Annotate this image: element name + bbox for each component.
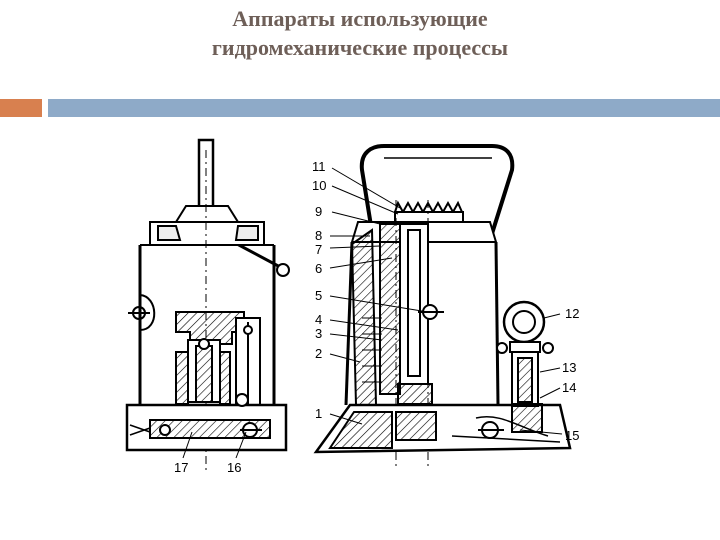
label-8: 8	[315, 228, 322, 243]
label-5: 5	[315, 288, 322, 303]
label-4: 4	[315, 312, 322, 327]
label-10: 10	[312, 178, 326, 193]
label-14: 14	[562, 380, 576, 395]
label-11: 11	[312, 159, 326, 174]
left-view	[125, 138, 290, 470]
label-12: 12	[565, 306, 579, 321]
slide-title: Аппараты использующие гидромеханические …	[0, 4, 720, 62]
label-9: 9	[315, 204, 322, 219]
right-view	[313, 144, 572, 470]
label-1: 1	[315, 406, 322, 421]
label-17: 17	[174, 460, 188, 475]
divider-bar	[48, 99, 720, 117]
label-7: 7	[315, 242, 322, 257]
label-6: 6	[315, 261, 322, 276]
title-line-1: Аппараты использующие	[232, 6, 488, 31]
label-2: 2	[315, 346, 322, 361]
label-15: 15	[565, 428, 579, 443]
hydraulic-jack-drawing: 11 10 9 8 7 6 5 4 3 2 1 12 13 14 15 17 1…	[125, 138, 579, 475]
label-13: 13	[562, 360, 576, 375]
accent-bar	[0, 99, 42, 117]
label-3: 3	[315, 326, 322, 341]
title-line-2: гидромеханические процессы	[211, 35, 509, 60]
label-16: 16	[227, 460, 241, 475]
